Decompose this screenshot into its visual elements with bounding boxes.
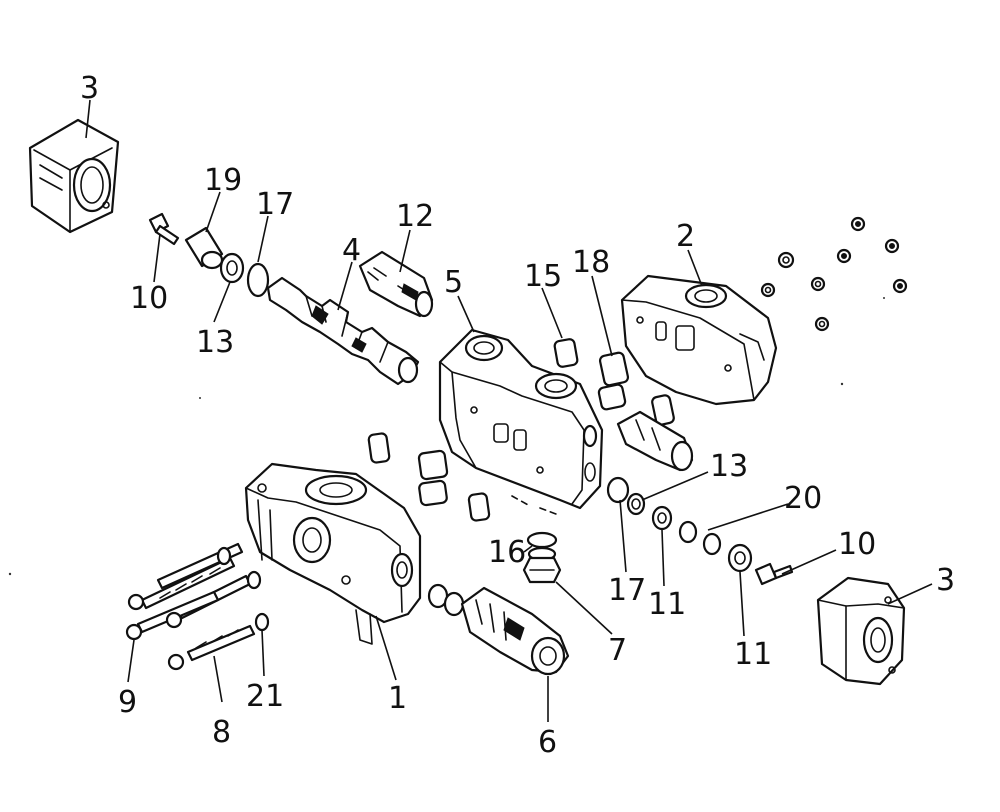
callout-20: 20 xyxy=(784,481,822,516)
part-check-valve-plug xyxy=(616,410,694,472)
part-2-outlet-section xyxy=(620,274,778,406)
callout-10-lower: 10 xyxy=(838,527,876,562)
callout-19: 19 xyxy=(204,163,242,198)
scan-specks xyxy=(8,297,885,576)
callout-labels: 3 19 17 12 4 10 13 5 15 18 2 13 20 10 16… xyxy=(80,71,955,760)
part-3-end-cap-right xyxy=(816,576,906,686)
callout-13-upper: 13 xyxy=(196,325,234,360)
callout-13-lower: 13 xyxy=(710,449,748,484)
part-12-check-valve xyxy=(358,250,434,318)
part-7-plug xyxy=(522,556,562,584)
part-10-screw-lower xyxy=(754,562,794,586)
callout-17-upper: 17 xyxy=(256,187,294,222)
callout-6: 6 xyxy=(538,725,557,760)
leader-lines xyxy=(85,99,933,722)
callout-11-inner: 11 xyxy=(648,587,686,622)
callout-8: 8 xyxy=(212,715,231,750)
part-11-ring-outer xyxy=(727,543,753,573)
callout-10-upper: 10 xyxy=(130,281,168,316)
callout-18: 18 xyxy=(572,245,610,280)
callout-4: 4 xyxy=(342,233,361,268)
part-13-washer-lower xyxy=(626,492,646,516)
callout-3-right: 3 xyxy=(936,563,955,598)
callout-16: 16 xyxy=(488,535,526,570)
part-19-sleeve xyxy=(184,226,224,270)
nut xyxy=(892,278,908,294)
part-17-o-ring-upper xyxy=(246,262,270,298)
callout-3-top-left: 3 xyxy=(80,71,99,106)
part-nuts-top-right xyxy=(760,216,908,332)
part-13-washer-upper xyxy=(219,252,245,284)
part-18-seals xyxy=(597,351,675,426)
washer xyxy=(777,251,795,269)
part-1-inlet-section xyxy=(244,462,422,645)
part-10-screw-upper xyxy=(148,212,180,246)
part-15-seal xyxy=(553,338,579,368)
nut xyxy=(850,216,866,232)
part-17-o-ring-lower xyxy=(606,476,630,504)
part-gaskets-left xyxy=(367,432,491,522)
callout-21: 21 xyxy=(246,679,284,714)
callout-15: 15 xyxy=(524,259,562,294)
part-4-spool xyxy=(266,276,420,386)
callout-1: 1 xyxy=(388,681,407,716)
nut xyxy=(884,238,900,254)
callout-5: 5 xyxy=(444,265,463,300)
callout-7: 7 xyxy=(608,633,627,668)
part-3-end-cap-left xyxy=(28,118,120,234)
washer xyxy=(810,276,826,292)
part-20-o-rings xyxy=(678,520,722,556)
callout-17-lower: 17 xyxy=(608,573,646,608)
part-11-ring-inner xyxy=(651,505,673,531)
washer xyxy=(760,282,776,298)
part-8-tie-rods xyxy=(136,542,256,662)
part-5-valve-section xyxy=(438,328,604,515)
part-6-relief-valve xyxy=(427,583,570,676)
part-21-washers xyxy=(216,546,270,632)
callout-9: 9 xyxy=(118,685,137,720)
washer xyxy=(814,316,830,332)
callout-2: 2 xyxy=(676,219,695,254)
callout-11-outer: 11 xyxy=(734,637,772,672)
nut xyxy=(836,248,852,264)
callout-12: 12 xyxy=(396,199,434,234)
part-9-nuts xyxy=(125,593,185,671)
